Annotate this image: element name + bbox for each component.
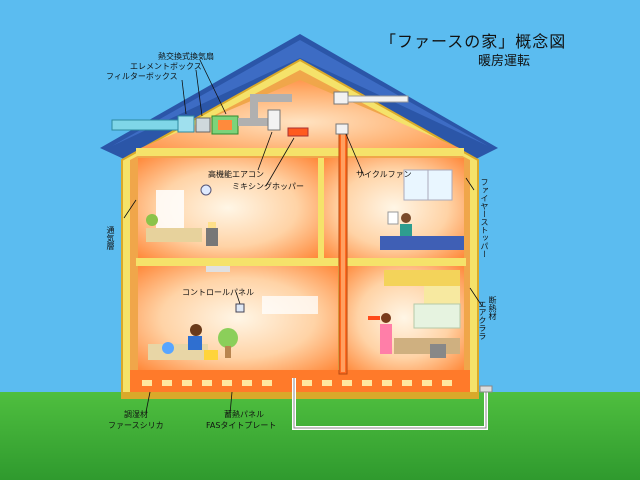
upper-right-room-furniture [380, 169, 464, 250]
attic-floor [136, 148, 464, 156]
pipe-cap [479, 385, 493, 393]
label-cycle-fan: サイクルファン [356, 170, 412, 179]
exhaust-pipe-edge [293, 378, 487, 429]
attic-duct-up [250, 94, 258, 120]
leader-lines [123, 59, 483, 415]
label-control-panel: コントロールパネル [182, 288, 254, 297]
roof [100, 34, 498, 160]
label-fire-stopper: ファイヤーストッパー [480, 178, 489, 258]
element-box [195, 117, 211, 133]
upper-left-room-furniture [146, 184, 218, 246]
diagram-subtitle: 暖房運転 [478, 54, 531, 69]
duct-inner [341, 130, 345, 372]
lower-right-room-furniture [368, 270, 461, 358]
thermal-base [130, 370, 470, 392]
label-element-box: エレメントボックス [130, 62, 202, 71]
label-humidity-material-sub: ファースシリカ [108, 421, 164, 430]
intake-duct [111, 119, 183, 131]
filter-box [177, 115, 195, 133]
mixing-hopper [287, 127, 309, 137]
attic-duct-left [238, 118, 272, 126]
label-heat-exchange-fan: 熱交換式換気扇 [158, 52, 214, 61]
attic-duct-top [250, 94, 292, 102]
label-humidity-material: 調湿材 [124, 410, 148, 419]
ridge-duct [347, 95, 409, 103]
clock-icon [200, 184, 212, 196]
label-mixing-hopper: ミキシングホッパー [232, 182, 304, 191]
label-insulation: 断熱材 [488, 296, 497, 320]
fan-core [218, 120, 232, 130]
diagram-title: 「ファースの家」概念図 [380, 32, 567, 51]
label-thermal-panel: 蓄熱パネル [224, 410, 264, 419]
partition-upper [318, 158, 324, 258]
cycle-fan [335, 123, 349, 135]
thermal-blocks [142, 380, 452, 386]
label-ventilation-layer: 通気層 [106, 226, 115, 250]
middle-floor [136, 258, 466, 266]
ac-unit [267, 109, 281, 131]
lower-left-room-furniture [148, 266, 318, 360]
control-panel-device [235, 303, 245, 313]
label-high-perf-ac: 高機能エアコン [208, 170, 264, 179]
label-filter-box: フィルターボックス [106, 72, 178, 81]
roof-vent [333, 91, 349, 105]
foundation [122, 392, 478, 398]
ground-grass [0, 392, 640, 480]
label-insulation-sub: エアクララ [478, 300, 487, 340]
label-tight-plate: FASタイトプレート [206, 421, 277, 430]
